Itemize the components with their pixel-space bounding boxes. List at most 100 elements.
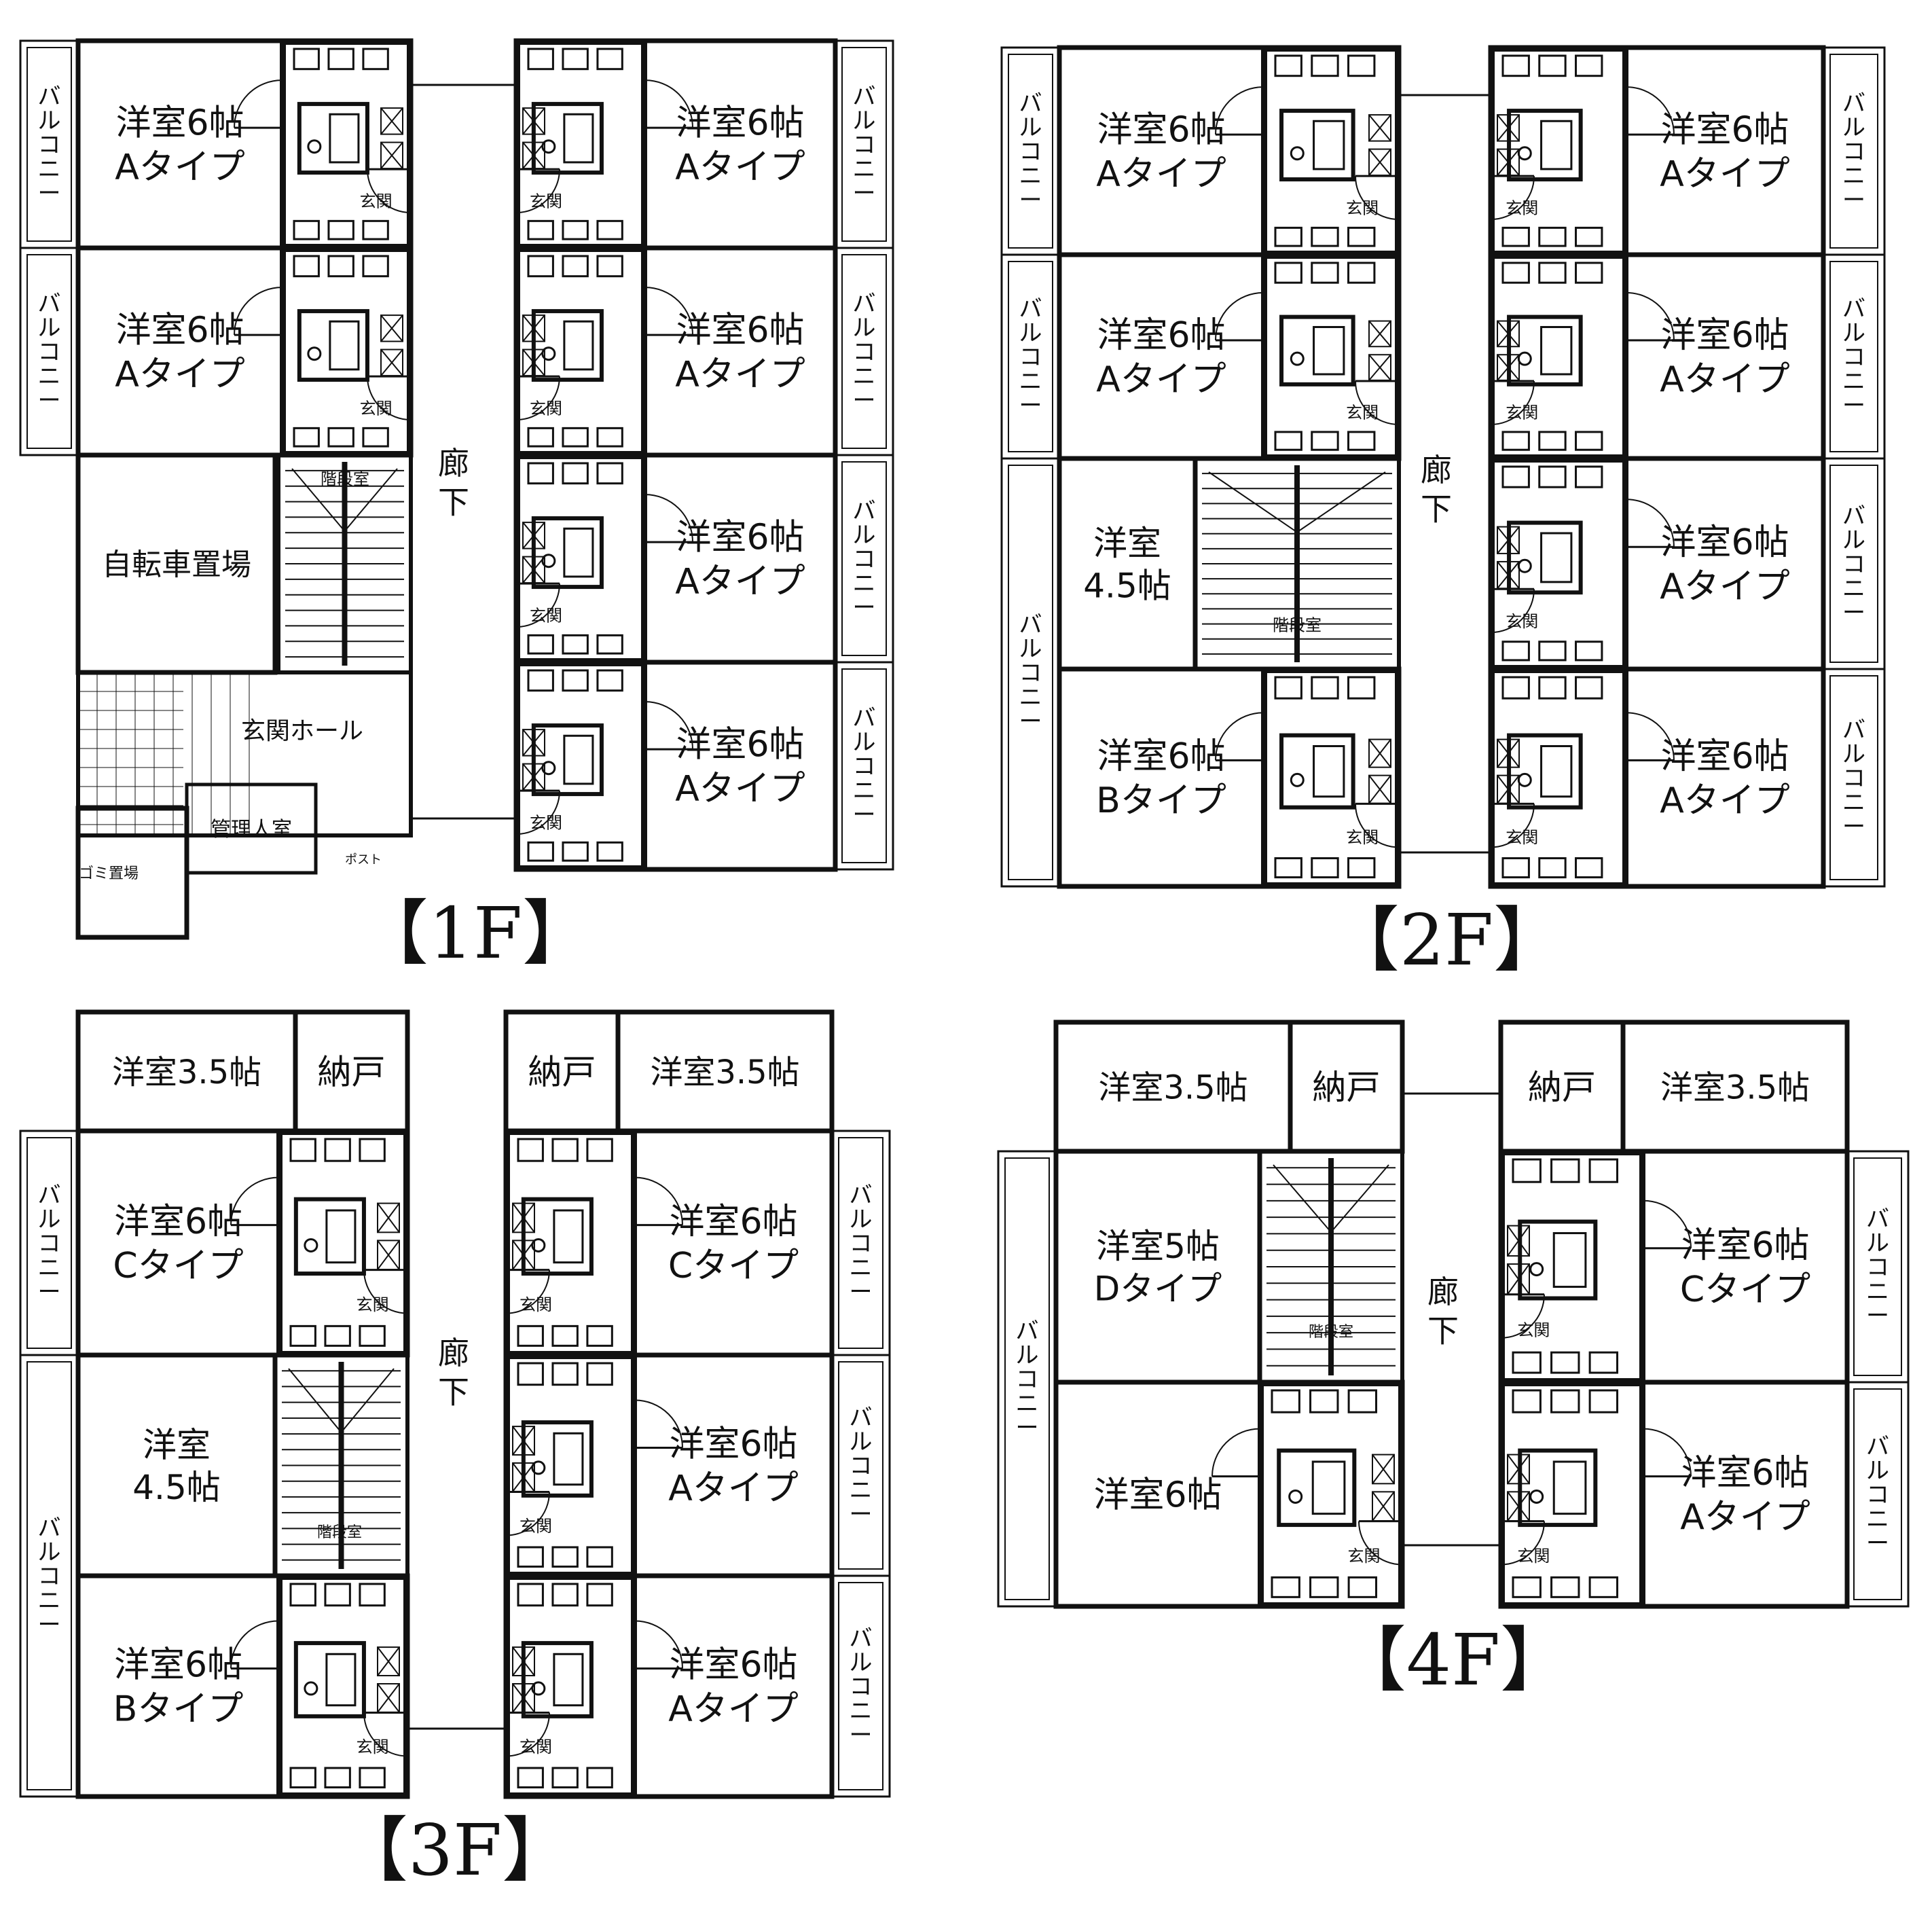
shaft-cross	[1368, 148, 1391, 176]
toilet-fixture	[307, 139, 322, 154]
balcony-label: バルコニー	[1019, 90, 1042, 214]
fixture-box	[551, 1324, 579, 1347]
bathroom	[521, 1641, 594, 1718]
shaft-box	[377, 1646, 400, 1676]
fixture-box	[1538, 226, 1567, 247]
fixture-box	[1501, 676, 1530, 700]
balcony: バルコニー	[19, 1354, 79, 1798]
shaft-cross	[380, 314, 403, 342]
fixture-box	[586, 1324, 613, 1347]
toilet-fixture	[307, 346, 322, 361]
shaft-cross	[522, 556, 545, 583]
bathroom	[531, 309, 604, 382]
room-5	[1053, 1149, 1262, 1385]
bathroom	[1507, 520, 1583, 595]
entry-door	[515, 582, 560, 628]
fixture-box	[562, 841, 589, 862]
fixture-box	[1501, 857, 1530, 879]
fixture-box	[1575, 431, 1603, 451]
fixture-box	[517, 1767, 544, 1788]
shaft-cross	[522, 522, 545, 549]
fixture-box	[1311, 431, 1339, 451]
corridor-label: 廊下	[438, 445, 469, 521]
room-door	[230, 1176, 279, 1227]
entry-door	[505, 1712, 550, 1757]
balcony-inner	[838, 1137, 883, 1349]
bathtub	[325, 1653, 357, 1707]
room-label: 洋室3.5帖	[1660, 1068, 1810, 1106]
fixture-box	[1588, 1576, 1619, 1598]
fixture-box	[359, 1138, 386, 1162]
room-door	[1211, 1428, 1260, 1478]
toilet-fixture	[531, 1681, 546, 1696]
fixture-box	[1538, 465, 1567, 488]
unit-wet-core: 玄関	[1492, 49, 1625, 253]
bathtub	[553, 1432, 584, 1486]
fixture-box	[1538, 857, 1567, 879]
shaft-cross	[1497, 738, 1520, 768]
toilet-fixture	[541, 554, 556, 569]
entry-label: 玄関	[520, 1737, 552, 1756]
entry-door	[1358, 1520, 1403, 1566]
balcony-inner	[26, 47, 72, 242]
unit-wet-core: 玄関	[1264, 256, 1398, 457]
bathtub	[553, 1653, 584, 1707]
bathtub	[563, 734, 594, 785]
room-label: 納戸	[1528, 1068, 1596, 1107]
shaft-box	[1497, 526, 1520, 554]
shaft-cross	[1497, 775, 1520, 804]
entry-label: 玄関	[1346, 403, 1379, 422]
entry-label: 玄関	[1506, 828, 1538, 847]
stair-arrow	[1273, 1164, 1389, 1233]
core-outline	[283, 42, 409, 247]
room-door	[644, 287, 693, 336]
balcony: バルコニー	[1846, 1150, 1910, 1384]
shaft-cross	[522, 314, 545, 342]
entry-door	[505, 1491, 550, 1536]
bathroom	[293, 1641, 366, 1718]
shaft-cross	[1507, 1225, 1530, 1257]
core-outline	[1492, 670, 1625, 885]
fixture-box	[596, 841, 623, 862]
fixture-box	[1501, 431, 1530, 451]
toilet-fixture	[304, 1681, 318, 1696]
fixture-box	[1512, 1351, 1542, 1374]
unit-wet-core: 玄関	[280, 1577, 406, 1795]
fixture-box	[1347, 1389, 1378, 1413]
shaft-box	[1497, 114, 1520, 142]
balcony-inner	[1004, 1157, 1050, 1600]
room-door	[1643, 1199, 1692, 1250]
core-outline	[517, 456, 644, 661]
entry-label: 玄関	[1517, 1321, 1550, 1340]
corridor-label: 廊下	[438, 1335, 469, 1411]
fixture-box	[596, 634, 623, 655]
shaft-cross	[1368, 114, 1391, 142]
fixture-box	[551, 1767, 579, 1788]
fixture-box	[1274, 261, 1302, 284]
floor-caption: 【4F】	[1336, 1619, 1571, 1701]
core-outline	[1492, 460, 1625, 668]
unit-wet-core: 玄関	[517, 456, 644, 661]
fixture-box	[586, 1138, 613, 1162]
balcony: バルコニー	[834, 454, 894, 664]
fixture-box	[289, 1767, 316, 1788]
fixture-box	[562, 219, 589, 240]
balcony-inner	[841, 254, 887, 449]
bathtub	[329, 113, 360, 164]
fixture-box	[1271, 1576, 1300, 1598]
shaft-cross	[1497, 148, 1520, 176]
unit-walls	[75, 1573, 410, 1799]
fixture-box	[1550, 1576, 1580, 1598]
balcony-inner	[26, 254, 72, 449]
toilet-fixture	[1517, 351, 1532, 366]
unit-wet-core: 玄関	[280, 1132, 406, 1354]
